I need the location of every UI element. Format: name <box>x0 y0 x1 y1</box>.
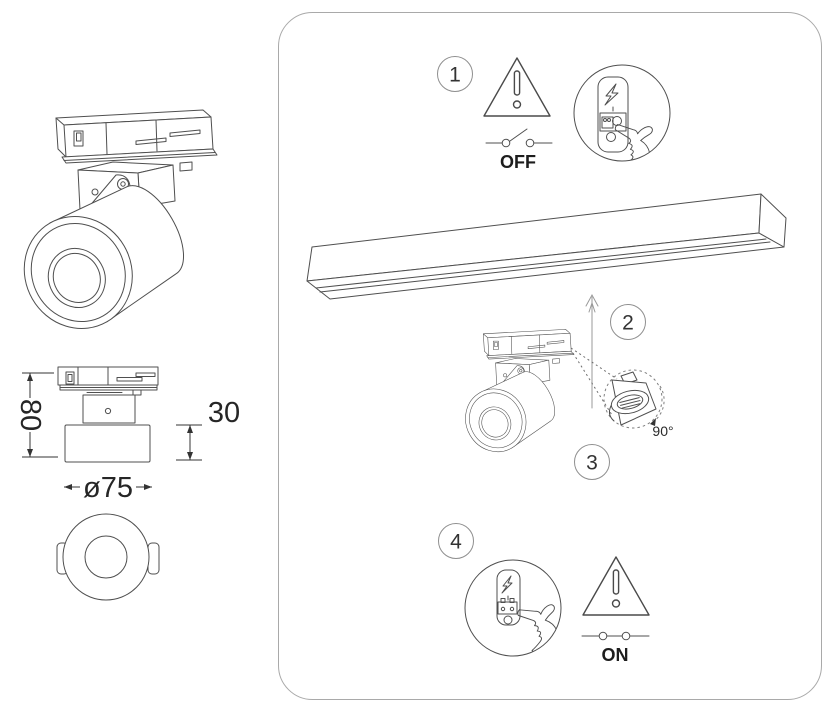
switch-open-icon <box>485 128 553 148</box>
dim-body-height-label: 30 <box>208 397 240 429</box>
diameter-dimension: ø75 <box>64 472 152 504</box>
track-rail <box>306 193 787 300</box>
fixture-3d-view <box>3 109 218 349</box>
lock-rotation-detail: 90° <box>603 369 674 439</box>
lightning-bolt-icon <box>604 83 619 106</box>
step-4-badge: 4 <box>438 523 474 559</box>
dim-diameter-label: ø75 <box>83 472 133 504</box>
switch-off-hand-illustration <box>573 64 671 162</box>
step-3: 90° 3 <box>570 347 674 480</box>
up-arrow-icon <box>585 293 599 409</box>
step-4-number: 4 <box>450 531 462 554</box>
step-1: 1 OFF <box>437 56 671 172</box>
switch-on-hand-illustration <box>464 559 562 657</box>
power-off-label: OFF <box>500 152 536 172</box>
step-3-number: 3 <box>586 452 598 475</box>
switch-closed-icon <box>581 631 650 641</box>
fixture-front-view <box>57 366 159 463</box>
step-2-badge: 2 <box>610 304 646 340</box>
step-3-badge: 3 <box>574 444 610 480</box>
warning-triangle-icon <box>582 556 650 616</box>
dim-height-label: 80 <box>14 399 46 431</box>
fixture-on-track <box>453 329 574 464</box>
step-2-number: 2 <box>622 312 634 335</box>
rotation-angle-label: 90° <box>652 423 673 439</box>
body-height-dimension: 30 <box>176 397 240 461</box>
step-1-badge: 1 <box>437 56 473 92</box>
lightning-bolt-icon <box>501 575 513 594</box>
warning-triangle-icon <box>483 57 551 117</box>
instruction-panel-border <box>278 12 822 700</box>
step-4: 4 ON <box>438 523 650 665</box>
height-dimension: 80 <box>14 372 58 458</box>
power-on-label: ON <box>602 645 629 665</box>
step-2: 2 <box>453 293 646 464</box>
fixture-bottom-view <box>56 513 160 601</box>
step-1-number: 1 <box>449 64 461 87</box>
